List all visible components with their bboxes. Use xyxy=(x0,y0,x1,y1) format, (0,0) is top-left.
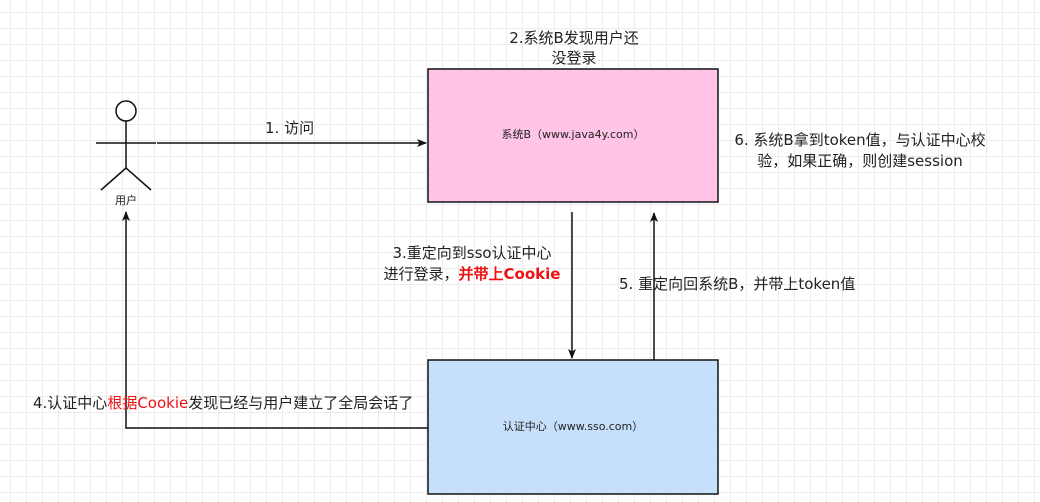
step6-label-line2: 验，如果正确，则创建session xyxy=(757,152,963,170)
system-b-box xyxy=(427,68,719,203)
step4-label: 4.认证中心根据Cookie发现已经与用户建立了全局会话了 xyxy=(33,393,413,413)
step2-label-line2: 没登录 xyxy=(551,49,597,67)
arrow-global-session xyxy=(122,211,428,429)
step4-label-suffix: 发现已经与用户建立了全局会话了 xyxy=(188,394,414,412)
auth-center-label: 认证中心（www.sso.com） xyxy=(502,420,644,433)
step3-label-line1: 3.重定向到sso认证中心 xyxy=(392,244,552,262)
step2-label-line1: 2.系统B发现用户还 xyxy=(509,29,639,47)
stick-figure-icon xyxy=(96,100,156,191)
step4-label-highlight: 根据Cookie xyxy=(107,394,189,412)
step3-label-line2: 进行登录，并带上Cookie xyxy=(372,264,572,284)
actor-label: 用户 xyxy=(115,194,137,207)
step3-label-highlight: 并带上Cookie xyxy=(458,265,561,283)
step6-label-line1: 6. 系统B拿到token值，与认证中心校 xyxy=(734,131,986,149)
system-b-label: 系统B（www.java4y.com） xyxy=(501,128,645,141)
auth-center-box xyxy=(427,359,719,495)
step1-label: 1. 访问 xyxy=(265,119,315,137)
step3-label-plain: 进行登录， xyxy=(383,265,459,283)
step4-label-prefix: 4.认证中心 xyxy=(33,394,108,412)
step5-label: 5. 重定向回系统B，并带上token值 xyxy=(619,275,856,293)
